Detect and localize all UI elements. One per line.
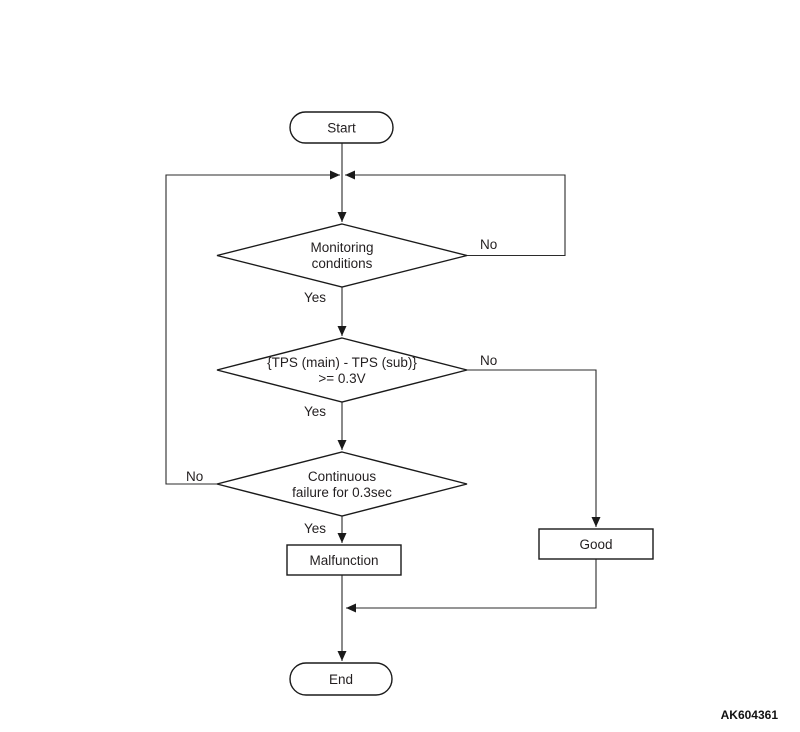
end-label: End <box>329 672 353 687</box>
monitoring-label-line1: Monitoring <box>310 240 373 255</box>
continuous-label-line1: Continuous <box>308 469 377 484</box>
start-label: Start <box>327 121 356 136</box>
continuous-no-label: No <box>186 469 203 484</box>
tps-label-line1: {TPS (main) - TPS (sub)} <box>267 355 417 370</box>
continuous-failure-decision <box>216 451 468 517</box>
figure-code: AK604361 <box>721 708 779 722</box>
continuous-label-line2: failure for 0.3sec <box>292 485 392 500</box>
good-box <box>538 528 654 560</box>
edge-good-to-merge <box>346 559 597 613</box>
monitoring-yes-label: Yes <box>304 290 326 305</box>
tps-label-line2: >= 0.3V <box>318 371 365 386</box>
tps-yes-label: Yes <box>304 404 326 419</box>
start-node <box>289 111 394 144</box>
malfunction-label: Malfunction <box>309 553 378 568</box>
end-node <box>289 662 393 696</box>
continuous-yes-label: Yes <box>304 521 326 536</box>
monitoring-no-label: No <box>480 237 497 252</box>
tps-difference-decision <box>216 337 468 403</box>
good-label: Good <box>579 537 612 552</box>
malfunction-box <box>286 544 402 576</box>
monitoring-label-line2: conditions <box>312 256 373 271</box>
edge-continuous-no-loop <box>165 170 340 485</box>
monitoring-conditions-decision <box>216 223 468 288</box>
edge-monitoring-no-loop <box>345 170 566 257</box>
tps-no-label: No <box>480 353 497 368</box>
edge-tps-no-to-good <box>467 369 601 527</box>
